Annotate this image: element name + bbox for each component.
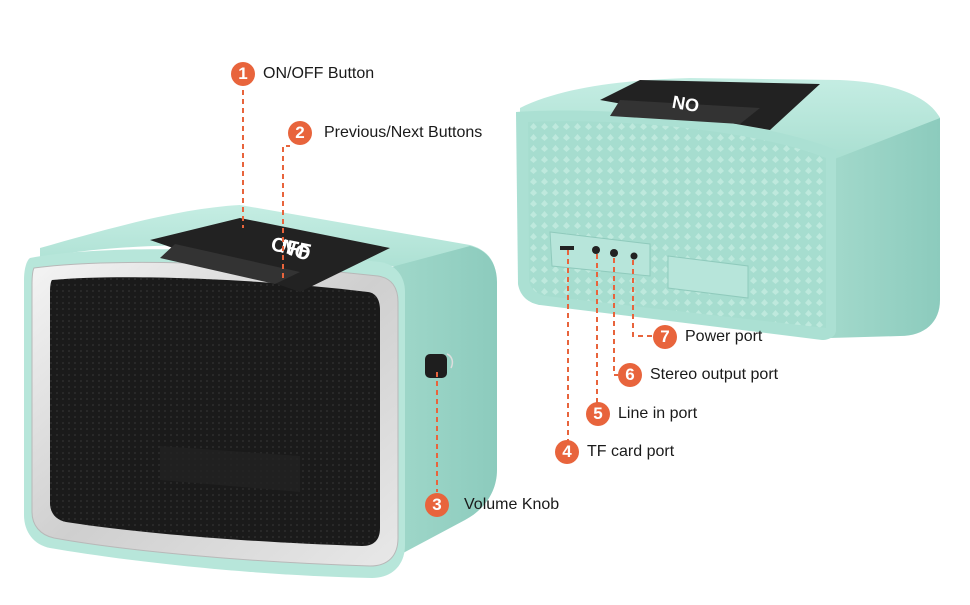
back-speaker: ON [516, 78, 940, 341]
callout-stereo-output: 6 Stereo output port [618, 363, 778, 387]
callout-tf-card: 4 TF card port [555, 440, 674, 464]
callout-label: ON/OFF Button [263, 65, 375, 82]
callout-badge: 5 [586, 402, 610, 426]
callout-on-off: 1 ON/OFF Button [231, 62, 374, 86]
line-in-jack-icon [592, 246, 600, 254]
callout-line-in: 5 Line in port [586, 402, 697, 426]
front-speaker: OFF ON [24, 205, 497, 578]
callout-label: Line in port [618, 405, 698, 422]
callout-badge: 6 [618, 363, 642, 387]
callout-badge: 4 [555, 440, 579, 464]
callout-label: Power port [685, 328, 763, 345]
tf-slot-icon [560, 246, 574, 250]
callout-badge: 1 [231, 62, 255, 86]
callout-label: TF card port [587, 443, 675, 460]
power-port-icon [630, 252, 638, 260]
callout-badge: 2 [288, 121, 312, 145]
callout-label: Volume Knob [464, 496, 560, 513]
stereo-out-jack-icon [610, 249, 618, 257]
volume-knob-icon [425, 354, 447, 378]
callout-label: Previous/Next Buttons [324, 124, 483, 141]
callout-badge: 7 [653, 325, 677, 349]
back-on-text: ON [671, 91, 701, 115]
callout-volume-knob: 3 Volume Knob [425, 493, 559, 517]
callout-badge: 3 [425, 493, 449, 517]
callout-power-port: 7 Power port [653, 325, 762, 349]
callout-prev-next: 2 Previous/Next Buttons [288, 121, 482, 145]
callout-label: Stereo output port [650, 366, 779, 383]
